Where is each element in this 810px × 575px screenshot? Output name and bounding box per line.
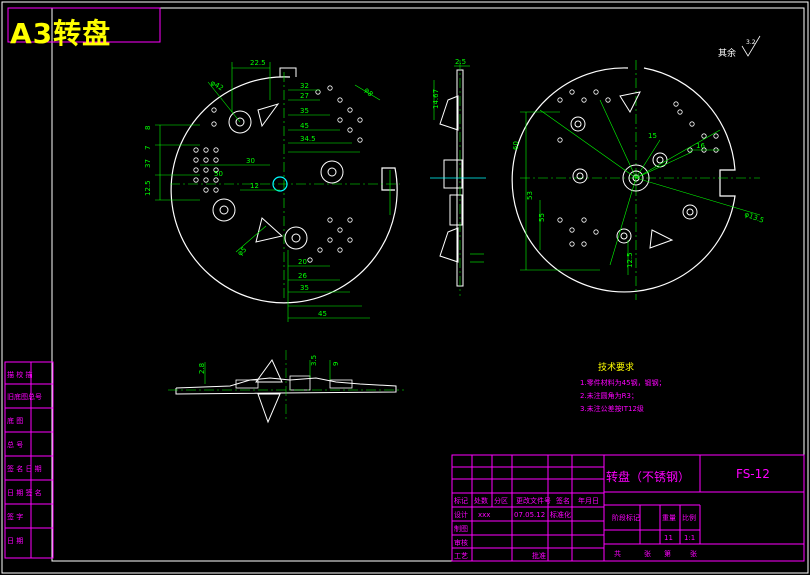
svg-text:标记: 标记 xyxy=(454,496,468,505)
dim-label: 53 xyxy=(526,191,534,200)
svg-text:9: 9 xyxy=(332,362,340,366)
dim-label: 60 xyxy=(512,141,520,150)
dim-label: 32 xyxy=(300,82,309,90)
technical-requirements: 技术要求 1.零件材料为45钢，锻钢； 2.未注圆角为R3； 3.未注公差按IT… xyxy=(580,361,666,413)
svg-text:2.未注圆角为R3；: 2.未注圆角为R3； xyxy=(580,391,638,400)
side-view: 2.5 14.67 xyxy=(430,58,486,296)
dim-label: 15 xyxy=(648,132,657,140)
dim-label: 22.5 xyxy=(250,59,266,67)
dim-label: 34.5 xyxy=(300,135,316,143)
svg-text:2.8: 2.8 xyxy=(198,363,206,374)
svg-text:分区: 分区 xyxy=(494,496,508,505)
svg-text:审核: 审核 xyxy=(454,538,468,547)
dim-label: 26 xyxy=(298,272,307,280)
svg-text:张: 张 xyxy=(690,549,697,558)
dim-label: 20 xyxy=(298,258,307,266)
svg-text:转盘（不锈钢）: 转盘（不锈钢） xyxy=(606,469,690,484)
dim-label: 35 xyxy=(300,284,309,292)
svg-text:第: 第 xyxy=(664,549,671,558)
dim-label: φ5 xyxy=(236,246,248,258)
dim-label: 50 xyxy=(214,170,223,178)
roughness-symbol: 其余 3.2 xyxy=(718,35,761,59)
dim-label: φ8 xyxy=(362,86,374,98)
svg-text:14.67: 14.67 xyxy=(432,89,440,109)
svg-text:更改文件号: 更改文件号 xyxy=(516,496,551,505)
svg-text:2.5: 2.5 xyxy=(455,58,466,66)
svg-text:1.零件材料为45钢，锻钢；: 1.零件材料为45钢，锻钢； xyxy=(580,378,666,387)
dim-label: 45 xyxy=(300,122,309,130)
sheet-title: A3转盘 xyxy=(10,17,112,50)
margin-label: 旧底图总号 xyxy=(7,392,42,401)
dim-label: 12.5 xyxy=(144,180,152,196)
svg-text:重量: 重量 xyxy=(662,514,676,522)
front-view: 2.8 3.5 9 xyxy=(168,350,404,424)
margin-label: 底 图 xyxy=(7,416,23,425)
svg-text:其余: 其余 xyxy=(718,47,736,59)
svg-text:11: 11 xyxy=(664,534,673,542)
svg-text:1:1: 1:1 xyxy=(684,534,695,542)
svg-text:签名: 签名 xyxy=(556,496,570,505)
margin-label: 签 名 日 期 xyxy=(7,464,42,473)
margin-label: 日 期 xyxy=(7,537,23,545)
svg-text:制图: 制图 xyxy=(454,524,468,533)
svg-text:设计: 设计 xyxy=(454,510,468,519)
svg-text:3.5: 3.5 xyxy=(310,355,318,366)
dim-label: 45 xyxy=(318,310,327,318)
title-block-text: 转盘（不锈钢） FS-12 标记 处数 分区 更改文件号 签名 年月日 设计 x… xyxy=(454,467,770,560)
svg-text:共: 共 xyxy=(614,549,621,558)
svg-text:年月日: 年月日 xyxy=(578,496,599,505)
dim-label: 37 xyxy=(144,159,152,168)
svg-text:比例: 比例 xyxy=(682,513,696,522)
svg-text:xxx: xxx xyxy=(478,511,490,519)
dim-label: 16 xyxy=(696,142,705,150)
svg-text:FS-12: FS-12 xyxy=(736,467,770,481)
dim-label: 27 xyxy=(300,92,309,100)
inner-border xyxy=(51,7,805,562)
left-margin-table xyxy=(4,361,54,559)
svg-text:3.未注公差按IT12级: 3.未注公差按IT12级 xyxy=(580,404,644,413)
svg-text:3.2: 3.2 xyxy=(746,39,756,46)
svg-text:07.05.12: 07.05.12 xyxy=(514,511,545,519)
dim-label: 7 xyxy=(144,146,152,150)
dim-label: 35 xyxy=(300,107,309,115)
svg-text:批准: 批准 xyxy=(532,551,546,560)
dim-label: 12.5 xyxy=(626,252,634,268)
svg-text:技术要求: 技术要求 xyxy=(598,361,634,373)
margin-label: 描 校 描 xyxy=(7,370,32,379)
svg-text:标准化: 标准化 xyxy=(550,510,571,519)
dim-label: 30 xyxy=(246,157,255,165)
dim-label: 8 xyxy=(144,126,152,130)
svg-text:工艺: 工艺 xyxy=(454,552,468,560)
svg-text:张: 张 xyxy=(644,549,651,558)
title-block xyxy=(451,454,805,562)
svg-text:阶段标记: 阶段标记 xyxy=(612,513,640,522)
margin-label: 日 期 签 名 xyxy=(7,488,42,497)
svg-text:处数: 处数 xyxy=(474,496,488,505)
dim-label: 12 xyxy=(250,182,259,190)
margin-label: 总 号 xyxy=(7,440,23,449)
margin-label: 签 字 xyxy=(7,512,23,521)
dim-label: 55 xyxy=(538,213,546,222)
